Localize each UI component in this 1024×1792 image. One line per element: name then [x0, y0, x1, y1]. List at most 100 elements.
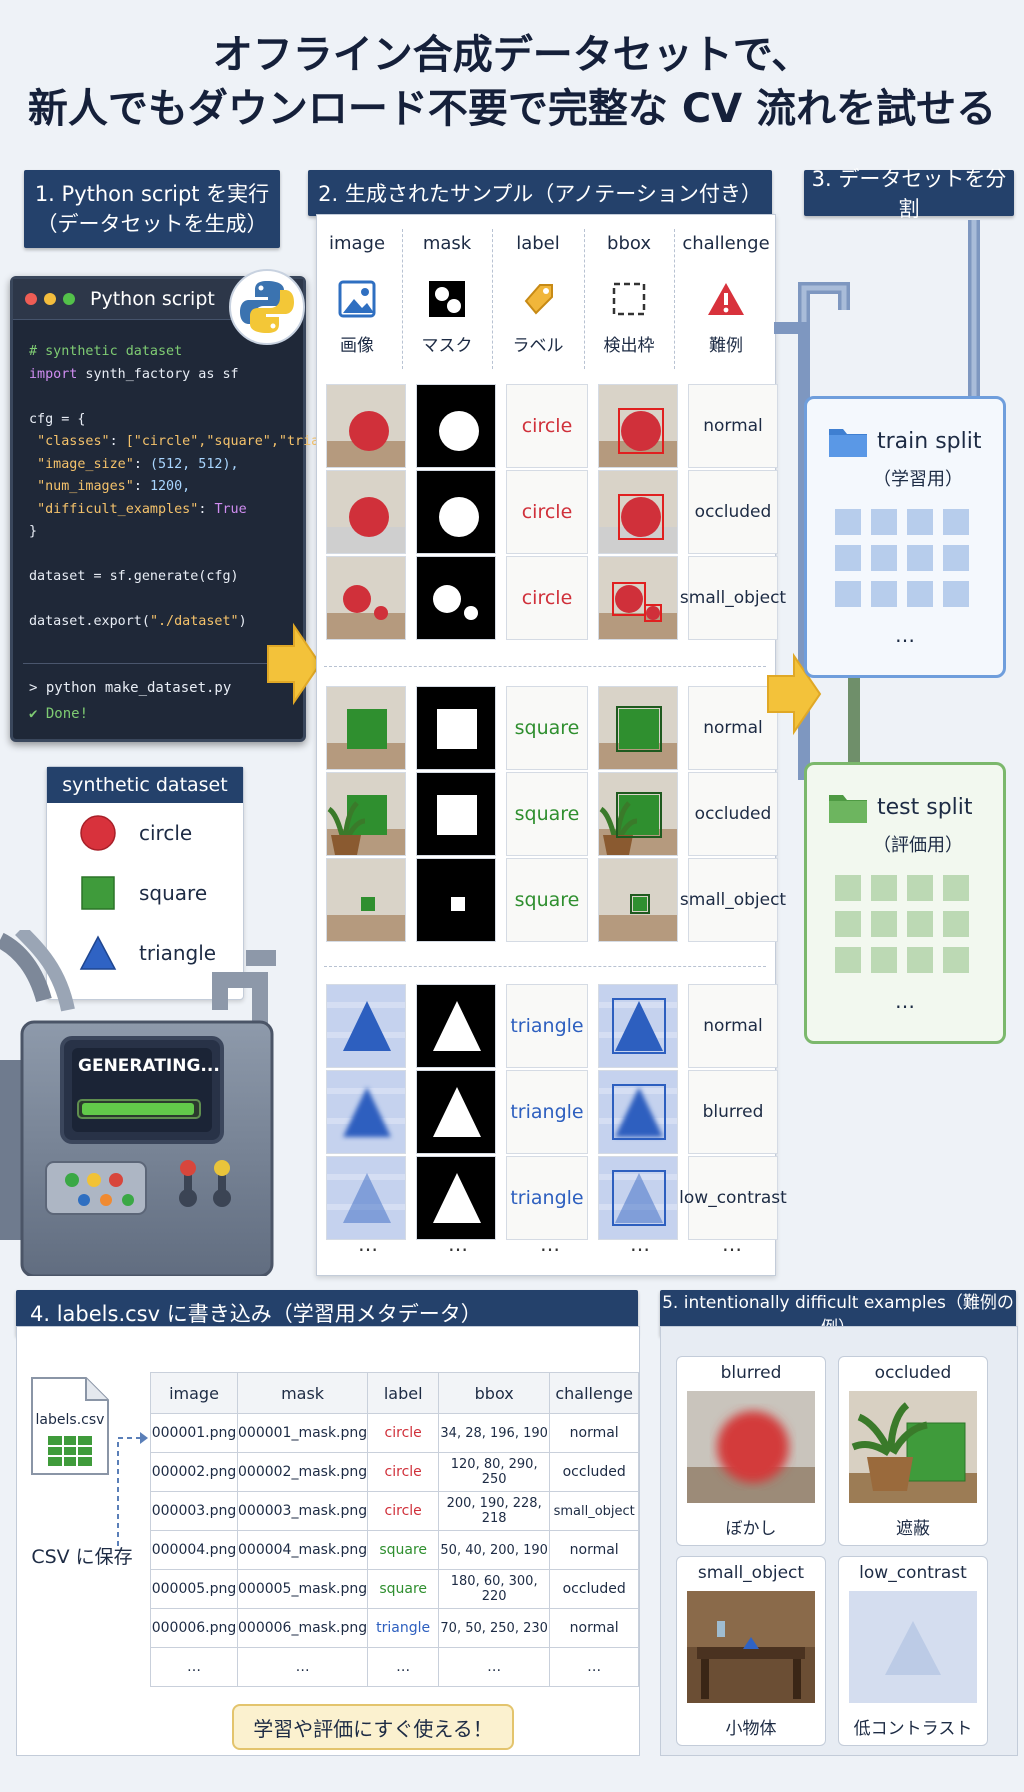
bbox-icon — [612, 282, 646, 316]
csv-cell: 000001_mask.png — [236, 1413, 369, 1453]
difficult-blurred-en: blurred — [720, 1363, 782, 1383]
train-split-subtitle: （学習用） — [873, 469, 963, 490]
grid-ellipsis: … — [722, 1232, 742, 1256]
csv-cell: circle — [367, 1452, 440, 1492]
sample-bbox — [598, 470, 678, 554]
thumbnail — [943, 581, 969, 607]
csv-cell: 000005.png — [150, 1569, 238, 1609]
thumbnail — [835, 911, 861, 937]
thumbnail — [871, 947, 897, 973]
csv-cell: 000005_mask.png — [236, 1569, 369, 1609]
sample-bbox — [598, 858, 678, 942]
test-split-box: test split （評価用） … — [804, 762, 1006, 1044]
sample-bbox — [598, 384, 678, 468]
sample-image — [326, 470, 406, 554]
legend-item-triangle: triangle — [47, 923, 243, 983]
thumbnail — [871, 545, 897, 571]
low-contrast-example-image — [849, 1591, 977, 1703]
legend-label-square: square — [139, 881, 208, 905]
csv-cell: circle — [367, 1491, 440, 1531]
grid-ellipsis: … — [448, 1232, 468, 1256]
code-body: # synthetic dataset import synth_factory… — [29, 344, 376, 629]
legend-label-triangle: triangle — [139, 941, 217, 965]
difficult-occluded-en: occluded — [874, 1363, 952, 1383]
folder-icon — [829, 429, 867, 457]
column-challenge-jp: 難例 — [709, 336, 743, 356]
thumbnail — [871, 911, 897, 937]
mask-icon — [429, 281, 465, 317]
csv-cell: 70, 50, 250, 230 — [438, 1608, 551, 1648]
code-size-key: "image_size" — [37, 456, 134, 472]
column-mask-jp: マスク — [421, 336, 473, 356]
dashed-arrow — [117, 1432, 148, 1546]
thumbnail — [943, 947, 969, 973]
thumbnail — [835, 581, 861, 607]
sample-challenge: normal — [688, 384, 778, 468]
warning-icon — [708, 283, 744, 315]
thumbnail — [835, 947, 861, 973]
test-split-title: test split — [877, 795, 973, 820]
column-header-bbox: bbox 検出枠 — [589, 215, 669, 365]
code-export-str: "./dataset" — [149, 614, 239, 629]
difficult-small-object-jp: 小物体 — [725, 1719, 777, 1739]
column-mask-en: mask — [422, 233, 472, 254]
arrow-right-icon — [267, 622, 322, 706]
sample-bbox — [598, 1156, 678, 1240]
column-bbox-jp: 検出枠 — [603, 336, 655, 356]
csv-cell: triangle — [367, 1608, 440, 1648]
grid-ellipsis: … — [540, 1232, 560, 1256]
sample-image — [326, 686, 406, 770]
csv-cell: 000004_mask.png — [236, 1530, 369, 1570]
sample-label: circle — [506, 556, 588, 640]
sample-challenge: blurred — [688, 1070, 778, 1154]
difficult-low-contrast-en: low_contrast — [859, 1563, 967, 1583]
csv-cell: 000004.png — [150, 1530, 238, 1570]
sample-image — [326, 384, 406, 468]
csv-cell: 000002_mask.png — [236, 1452, 369, 1492]
column-label-jp: ラベル — [512, 336, 564, 356]
csv-cell: … — [367, 1647, 440, 1687]
csv-header-cell: label — [367, 1372, 440, 1414]
code-classes-key: "classes" — [37, 434, 110, 449]
csv-cell: small_object — [549, 1491, 640, 1531]
section-1-line-2: （データセットを生成） — [36, 212, 268, 236]
sample-label: square — [506, 686, 588, 770]
section-1-header: 1. Python script を実行 （データセットを生成） — [24, 170, 280, 248]
sample-label: square — [506, 858, 588, 942]
grid-ellipsis: … — [630, 1232, 650, 1256]
run-command: > python make_dataset.py — [29, 680, 232, 696]
window-title: Python script — [90, 288, 215, 310]
spreadsheet-icon — [31, 1377, 109, 1475]
maximize-dot-icon[interactable] — [63, 293, 75, 305]
column-header-mask: mask マスク — [407, 215, 487, 365]
csv-cell: 50, 40, 200, 190 — [438, 1530, 551, 1570]
sample-challenge: occluded — [688, 772, 778, 856]
occluded-example-image — [849, 1391, 977, 1503]
column-header-challenge: challenge 難例 — [679, 215, 773, 365]
csv-cell: 180, 60, 300, 220 — [438, 1569, 551, 1609]
minimize-dot-icon[interactable] — [44, 293, 56, 305]
sample-label: circle — [506, 470, 588, 554]
csv-header-cell: mask — [236, 1372, 369, 1414]
csv-cell: … — [150, 1647, 238, 1687]
done-text: Done! — [45, 706, 89, 722]
difficult-small-object-en: small_object — [697, 1563, 805, 1583]
thumbnail — [943, 509, 969, 535]
legend-item-square: square — [47, 863, 243, 923]
grid-ellipsis: … — [358, 1232, 378, 1256]
close-dot-icon[interactable] — [25, 293, 37, 305]
python-logo-icon — [229, 269, 305, 345]
sample-image — [326, 858, 406, 942]
ready-to-use-callout: 学習や評価にすぐ使える！ — [232, 1704, 514, 1750]
column-divider — [674, 229, 675, 369]
thumbnail — [871, 581, 897, 607]
thumbnail — [835, 875, 861, 901]
square-icon — [81, 876, 115, 910]
train-split-title: train split — [877, 429, 982, 454]
code-diff-key: "difficult_examples" — [37, 501, 199, 517]
thumbnail — [943, 911, 969, 937]
circle-icon — [80, 815, 116, 851]
difficult-card-blurred: blurred ぼかし — [676, 1356, 826, 1546]
